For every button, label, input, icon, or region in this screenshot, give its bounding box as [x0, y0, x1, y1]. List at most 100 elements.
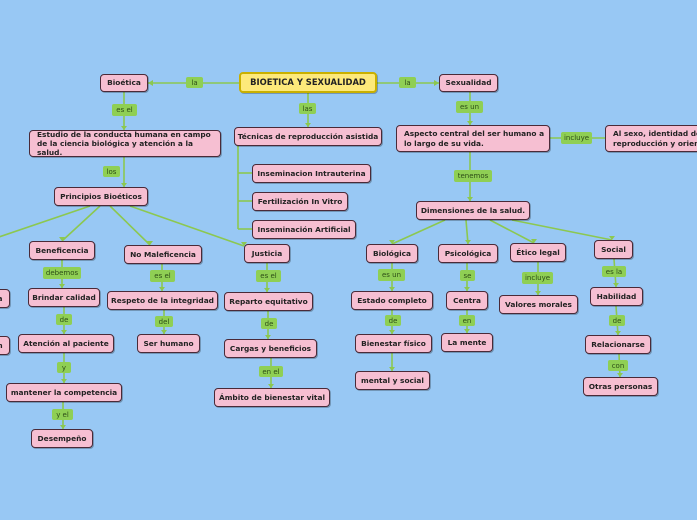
label-en: en: [459, 315, 475, 326]
node-mental[interactable]: mental y social: [355, 371, 430, 390]
node-inseminacion-intrauterina[interactable]: Inseminacion Intrauterina: [252, 164, 371, 183]
arrow-head: [617, 373, 623, 377]
connector-line: [489, 219, 535, 244]
node-cargas[interactable]: Cargas y beneficios: [224, 339, 317, 358]
label-es-el: es el: [256, 270, 281, 282]
node-dimensiones[interactable]: Dimensiones de la salud.: [416, 201, 530, 220]
node-ser-humano[interactable]: Ser humano: [137, 334, 200, 353]
arrow-head: [264, 288, 270, 292]
node-edge-a[interactable]: a: [0, 289, 10, 308]
arrow-head: [464, 329, 470, 333]
arrow-head: [615, 331, 621, 335]
connector-line: [61, 205, 101, 242]
label-de: de: [385, 315, 401, 326]
arrow-head: [265, 335, 271, 339]
arrow-head: [59, 237, 65, 241]
arrow-head: [464, 287, 470, 291]
label-se: se: [460, 270, 475, 281]
label-es-el: es el: [150, 270, 175, 282]
node-estado[interactable]: Estado completo: [351, 291, 433, 310]
arrow-head: [389, 330, 395, 334]
node-relacionarse[interactable]: Relacionarse: [585, 335, 651, 354]
node-no-maleficencia[interactable]: No Maleficencia: [124, 245, 202, 264]
node-desempeno[interactable]: Desempeño: [31, 429, 93, 448]
arrow-head: [148, 80, 153, 86]
node-otras-personas[interactable]: Otras personas: [583, 377, 658, 396]
label-tenemos: tenemos: [454, 170, 492, 182]
arrow-head: [389, 287, 395, 291]
arrow-head: [268, 384, 274, 388]
node-edge-n[interactable]: n: [0, 336, 10, 355]
node-inseminacion-artificial[interactable]: Inseminación Artificial: [252, 220, 356, 239]
connector-line: [129, 205, 245, 247]
node-bienestar[interactable]: Bienestar físico: [355, 334, 432, 353]
arrow-head: [161, 330, 167, 334]
label-es-el: es el: [112, 104, 137, 116]
node-social[interactable]: Social: [594, 240, 633, 259]
node-al-sexo[interactable]: Al sexo, identidad de reproducción y ori…: [605, 125, 697, 152]
arrow-head: [61, 379, 67, 383]
arrow-head: [241, 242, 247, 246]
label-es-un: es un: [456, 101, 483, 113]
arrow-head: [467, 121, 473, 125]
label-los: los: [103, 166, 120, 177]
node-biologica[interactable]: Biológica: [366, 244, 418, 263]
node-brindar[interactable]: Brindar calidad: [28, 288, 100, 307]
arrow-head: [389, 367, 395, 371]
arrow-head: [609, 236, 615, 240]
node-psicologica[interactable]: Psicológica: [438, 244, 498, 263]
node-tecnicas[interactable]: Técnicas de reproducción asistida: [234, 127, 382, 146]
label-de: de: [261, 318, 277, 329]
arrow-head: [389, 240, 395, 244]
arrow-head: [467, 197, 473, 201]
arrow-head: [61, 330, 67, 334]
label-de: de: [609, 315, 625, 326]
connector-line: [0, 205, 91, 238]
arrow-head: [60, 425, 66, 429]
node-valores[interactable]: Valores morales: [499, 295, 578, 314]
node-ambito[interactable]: Ámbito de bienestar vital: [214, 388, 330, 407]
node-reparto[interactable]: Reparto equitativo: [224, 292, 313, 311]
label-incluye: incluye: [522, 272, 553, 284]
node-atencion[interactable]: Atención al paciente: [18, 334, 114, 353]
node-bioetica[interactable]: Bioética: [100, 74, 148, 92]
node-centra[interactable]: Centra: [446, 291, 488, 310]
label-debemos: debemos: [43, 267, 81, 279]
node-justicia[interactable]: Justicia: [244, 244, 290, 263]
node-mantener[interactable]: mantener la competencia: [6, 383, 122, 402]
node-beneficencia[interactable]: Beneficencia: [29, 241, 95, 260]
label-la-left: la: [186, 77, 203, 88]
node-estudio[interactable]: Estudio de la conducta humana en campo d…: [29, 130, 221, 157]
arrow-head: [613, 283, 619, 287]
label-con: con: [608, 360, 628, 371]
node-etico[interactable]: Ético legal: [510, 243, 566, 262]
node-sexualidad[interactable]: Sexualidad: [439, 74, 498, 92]
label-en-el: en el: [259, 366, 283, 377]
label-y: y: [57, 362, 71, 373]
arrow-head: [305, 123, 311, 127]
label-incluye: incluye: [561, 132, 592, 144]
connector-line: [391, 219, 446, 245]
arrow-head: [531, 239, 537, 243]
arrow-head: [147, 241, 153, 245]
connector-line: [109, 205, 151, 246]
node-principios[interactable]: Principios Bioéticos: [54, 187, 148, 206]
node-fertilizacion[interactable]: Fertilización In Vitro: [252, 192, 348, 211]
label-es-la: es la: [602, 266, 626, 277]
node-aspecto[interactable]: Aspecto central del ser humano a lo larg…: [396, 125, 550, 152]
arrow-head: [434, 80, 439, 86]
connector-line: [511, 219, 613, 241]
label-del: del: [155, 316, 173, 327]
arrow-head: [121, 183, 127, 187]
node-habilidad[interactable]: Habilidad: [590, 287, 643, 306]
arrow-head: [121, 126, 127, 130]
label-de: de: [56, 314, 72, 325]
node-la-mente[interactable]: La mente: [441, 333, 493, 352]
node-respeto[interactable]: Respeto de la integridad: [107, 291, 218, 310]
label-es-un: es un: [378, 269, 405, 281]
label-la-right: la: [399, 77, 416, 88]
arrow-head: [465, 240, 471, 244]
arrow-head: [535, 291, 541, 295]
root-node[interactable]: BIOETICA Y SEXUALIDAD: [239, 72, 377, 93]
